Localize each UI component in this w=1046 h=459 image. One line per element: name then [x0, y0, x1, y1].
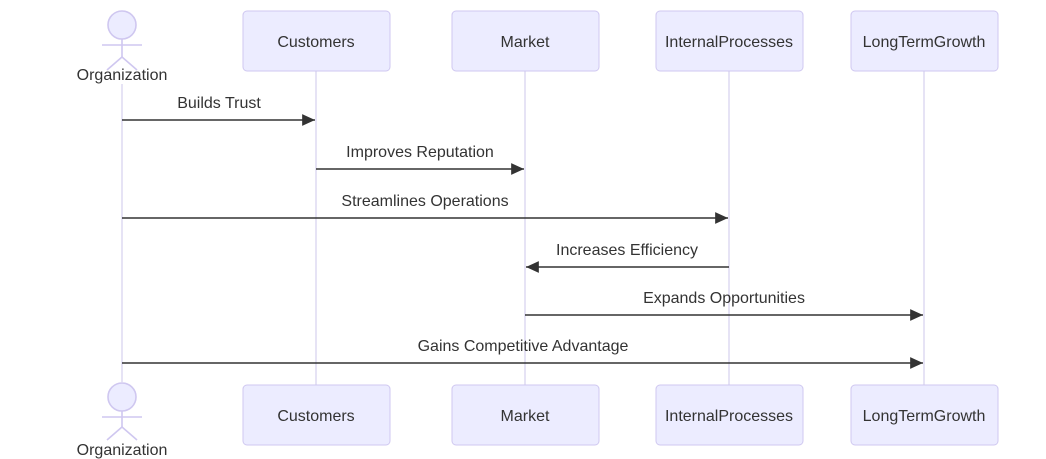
- participant-box: [850, 10, 999, 72]
- participant-label: LongTermGrowth: [863, 34, 986, 51]
- participant-box: [242, 10, 391, 72]
- participant-internalprocesses-bottom: InternalProcesses: [655, 384, 804, 446]
- message-increases-efficiency: Increases Efficiency: [526, 242, 729, 273]
- message-label: Improves Reputation: [346, 144, 494, 161]
- participant-box: [242, 384, 391, 446]
- message-label: Builds Trust: [177, 95, 261, 112]
- participant-label: Customers: [277, 34, 354, 51]
- actor-label: Organization: [77, 442, 168, 459]
- participant-box: [451, 10, 600, 72]
- participant-market-top: Market: [451, 10, 600, 72]
- message-label: Gains Competitive Advantage: [418, 338, 629, 355]
- message-label: Expands Opportunities: [643, 290, 805, 307]
- participant-longtermgrowth-bottom: LongTermGrowth: [850, 384, 999, 446]
- message-label: Streamlines Operations: [341, 193, 508, 210]
- participant-label: LongTermGrowth: [863, 408, 986, 425]
- message-expands-opportunities: Expands Opportunities: [525, 290, 923, 321]
- participant-box: [655, 10, 804, 72]
- participant-box: [850, 384, 999, 446]
- participant-label: Customers: [277, 408, 354, 425]
- stick-figure-icon: [102, 382, 142, 441]
- message-streamlines-operations: Streamlines Operations: [122, 193, 728, 224]
- participant-customers-top: Customers: [242, 10, 391, 72]
- actor-label: Organization: [77, 67, 168, 84]
- participant-label: Market: [501, 34, 550, 51]
- participant-box: [451, 384, 600, 446]
- participant-market-bottom: Market: [451, 384, 600, 446]
- message-gains-competitive-advantage: Gains Competitive Advantage: [122, 338, 923, 369]
- actor-organization-top: Organization: [77, 10, 168, 84]
- stick-figure-icon: [102, 10, 142, 71]
- message-builds-trust: Builds Trust: [122, 95, 315, 126]
- message-label: Increases Efficiency: [556, 242, 698, 259]
- participant-longtermgrowth-top: LongTermGrowth: [850, 10, 999, 72]
- participant-label: InternalProcesses: [665, 34, 793, 51]
- actor-organization-bottom: Organization: [77, 382, 168, 459]
- message-improves-reputation: Improves Reputation: [316, 144, 524, 175]
- participant-label: Market: [501, 408, 550, 425]
- participant-customers-bottom: Customers: [242, 384, 391, 446]
- lifelines: [121, 71, 925, 385]
- participant-internalprocesses-top: InternalProcesses: [655, 10, 804, 72]
- participant-box: [655, 384, 804, 446]
- participant-label: InternalProcesses: [665, 408, 793, 425]
